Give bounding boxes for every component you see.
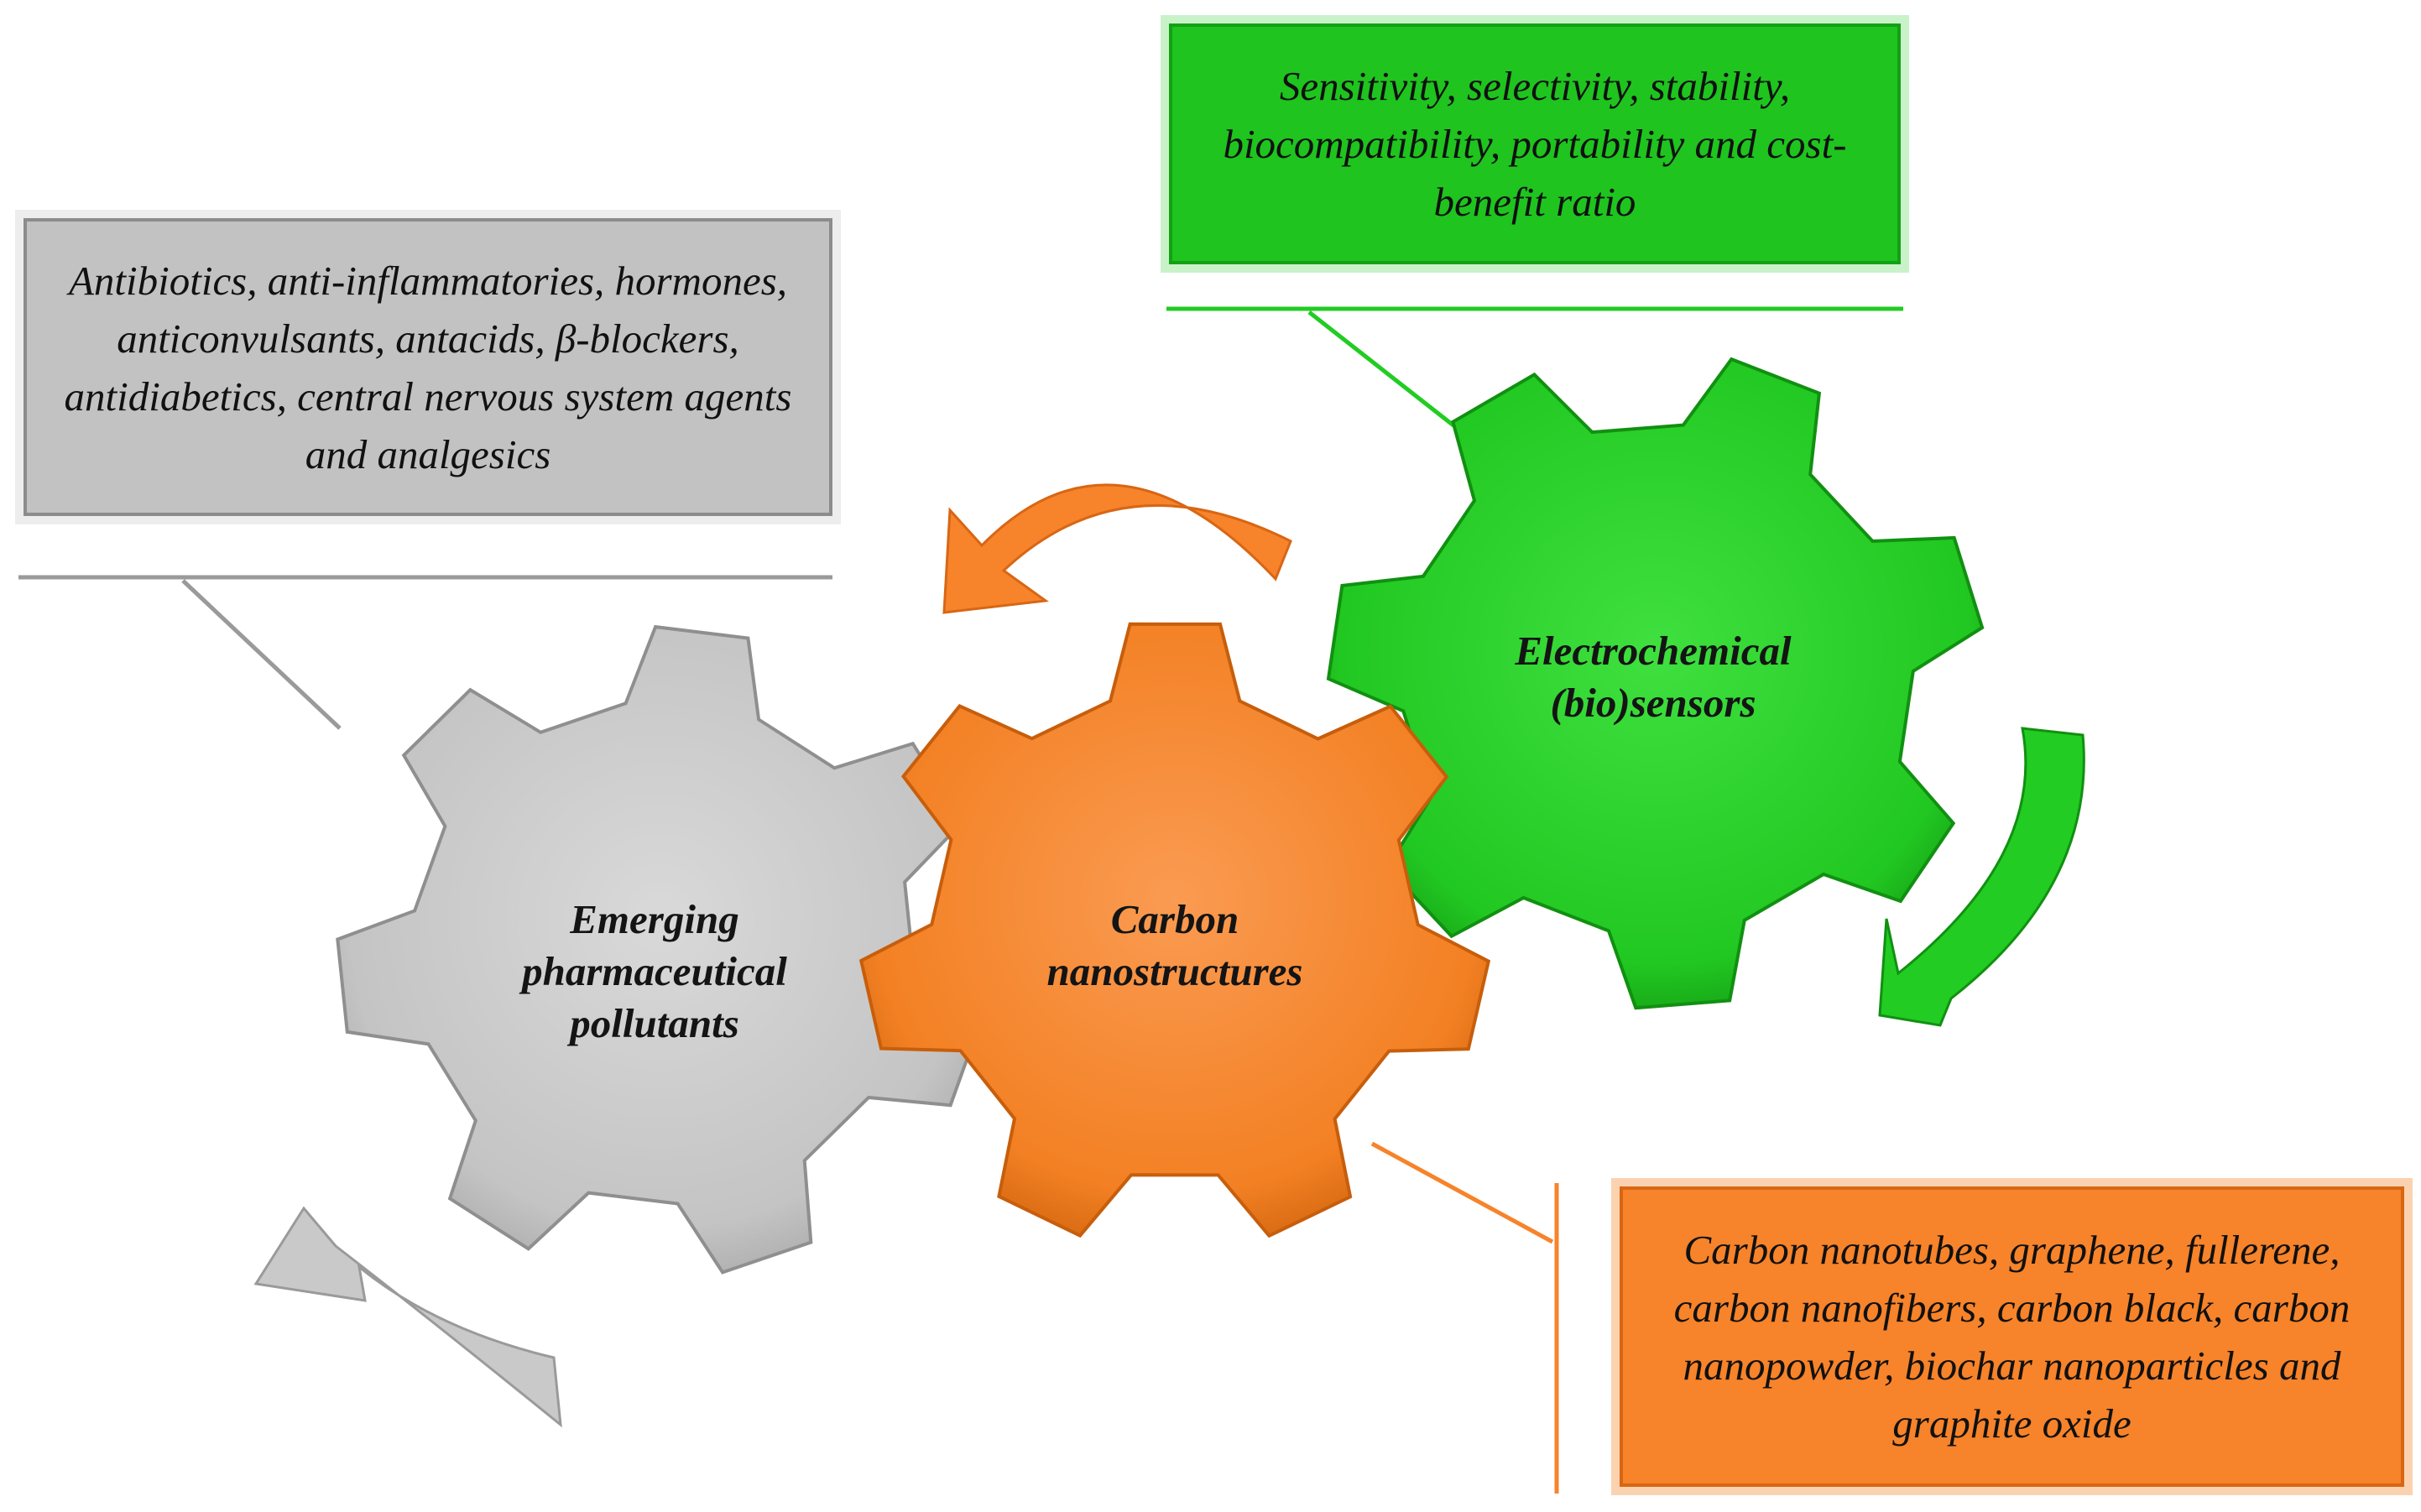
cycle-arrow-gray [253, 1206, 562, 1428]
cycle-arrow-orange [942, 483, 1292, 614]
callout-pollutant-classes: Antibiotics, anti-inflammatories, hormon… [23, 218, 832, 516]
connector-sensors [1166, 306, 1903, 427]
callout-sensor-properties: Sensitivity, selectivity, stability, bio… [1169, 23, 1901, 264]
gear-pollutants [336, 624, 984, 1275]
connector-carbon [1370, 1141, 1559, 1494]
gear-label-sensors: Electrochemical (bio)sensors [1515, 628, 1792, 726]
cycle-arrow-green [1878, 727, 2085, 1027]
connector-pollutants [18, 575, 832, 730]
callout-carbon-types-text: Carbon nanotubes, graphene, fullerene, c… [1673, 1227, 2351, 1447]
callout-carbon-types: Carbon nanotubes, graphene, fullerene, c… [1620, 1186, 2404, 1487]
callout-sensor-properties-text: Sensitivity, selectivity, stability, bio… [1223, 63, 1847, 225]
gear-label-pollutants: Emerging pharmaceutical pollutants [522, 896, 787, 1046]
gear-label-carbon: Carbon nanostructures [1046, 896, 1303, 994]
gear-carbon [858, 622, 1491, 1238]
callout-pollutant-classes-text: Antibiotics, anti-inflammatories, hormon… [64, 257, 792, 477]
gear-sensors [1326, 357, 1985, 1010]
